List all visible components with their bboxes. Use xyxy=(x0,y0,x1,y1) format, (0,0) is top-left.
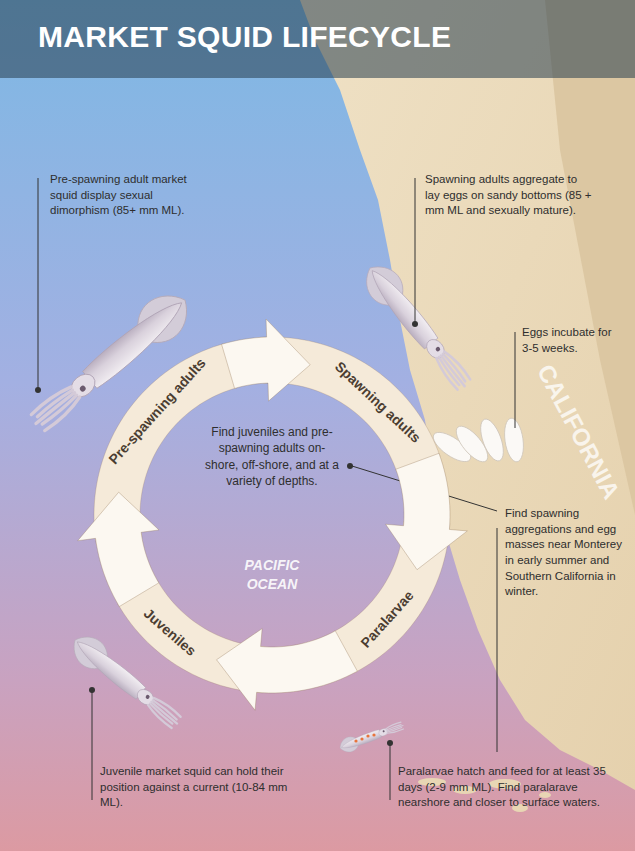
stage-band-label: Spawning adults xyxy=(326,352,430,451)
stage-name: Juveniles xyxy=(141,605,200,659)
arrow-heads xyxy=(78,319,468,710)
callout-note: Pre-spawning adult market squid display … xyxy=(50,172,195,219)
drawing-part xyxy=(515,332,516,428)
stage-band-label: Pre-spawning adults xyxy=(100,349,215,473)
cycle-arrow xyxy=(386,453,468,569)
callout-note: Paralarvae hatch and feed for at least 3… xyxy=(398,764,626,811)
drawing-part xyxy=(38,178,39,388)
state-name: CALIFORNIA xyxy=(529,359,627,505)
drawing-part xyxy=(337,718,405,755)
drawing-part xyxy=(412,321,418,327)
stage-name: Pre-spawning adults xyxy=(105,355,209,467)
drawing-part xyxy=(372,733,375,736)
drawing-part xyxy=(415,178,416,322)
drawing-part xyxy=(387,740,393,746)
drawing-part xyxy=(354,739,357,742)
stage-name: Spawning adults xyxy=(332,358,424,446)
drawing-part xyxy=(35,387,41,393)
ocean-name: PACIFIC OCEAN xyxy=(222,556,322,594)
drawing-part xyxy=(390,745,391,800)
callout-note: Eggs incubate for 3-5 weeks. xyxy=(522,325,618,356)
drawing-part xyxy=(92,692,93,800)
drawing-part xyxy=(502,417,526,463)
egg-masses xyxy=(429,416,526,467)
cycle-arrow xyxy=(217,629,358,711)
drawing-part xyxy=(497,528,498,752)
callout-note: Find spawning aggregations and egg masse… xyxy=(505,506,631,600)
stage-name: Paralarvae xyxy=(358,587,417,650)
callout-note: Spawning adults aggregate to lay eggs on… xyxy=(425,172,593,219)
drawing-part xyxy=(89,687,95,693)
title-banner xyxy=(0,0,635,78)
drawing-part xyxy=(366,734,369,737)
squid-paralarva xyxy=(337,718,405,755)
center-note: Find juveniles and pre-spawning adults o… xyxy=(205,424,339,489)
cycle-arrow xyxy=(222,319,311,401)
drawing-part xyxy=(476,416,508,464)
drawing-part xyxy=(347,463,353,469)
leader-lines xyxy=(38,178,515,800)
callout-note: Juvenile market squid can hold their pos… xyxy=(100,764,288,811)
stage-band-label: Paralarvae xyxy=(352,581,422,656)
cycle-arrow xyxy=(78,492,159,606)
stage-band-label: Juveniles xyxy=(135,600,205,665)
drawing-part xyxy=(360,737,363,740)
title: MARKET SQUID LIFECYCLE xyxy=(38,20,451,54)
